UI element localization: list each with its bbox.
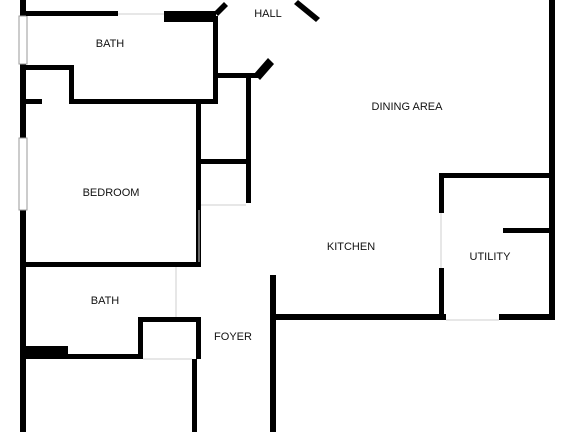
wall-kitchen-bottom — [276, 314, 446, 320]
wall-hall-diagonal-lower — [254, 58, 274, 80]
room-label-bath-upper: BATH — [96, 38, 125, 50]
room-label-dining-area: DINING AREA — [372, 101, 444, 113]
window-bath-upper — [18, 15, 28, 65]
wall-bath-lower-bottom — [26, 354, 143, 359]
room-label-kitchen: KITCHEN — [327, 241, 375, 253]
wall-bedroom-bottom — [26, 262, 201, 267]
room-label-utility: UTILITY — [470, 251, 512, 263]
wall-bath-upper-right — [213, 16, 218, 103]
wall-hall-left-short — [218, 73, 258, 78]
wall-foyer-left-lower — [192, 359, 197, 432]
wall-utility-top — [439, 173, 555, 178]
room-label-bedroom: BEDROOM — [83, 187, 140, 199]
room-labels: HALL BATH DINING AREA BEDROOM KITCHEN UT… — [83, 8, 512, 343]
wall-utility-shelf — [503, 228, 555, 233]
wall-hall-diagonal-right — [294, 0, 320, 22]
windows — [18, 15, 28, 211]
interior-walls — [26, 0, 555, 432]
wall-right-exterior — [549, 0, 555, 320]
wall-closet-right — [246, 78, 251, 203]
wall-left-exterior — [20, 0, 26, 432]
wall-bath-upper-top-right — [164, 11, 216, 22]
wall-bath-lower-fixture — [26, 346, 68, 359]
wall-utility-left-lower — [439, 268, 444, 320]
wall-bath-upper-top-left — [26, 11, 118, 16]
wall-hall-diagonal-left — [214, 2, 228, 16]
room-label-foyer: FOYER — [214, 331, 252, 343]
wall-closet-left — [196, 103, 201, 263]
wall-bath-upper-step — [69, 65, 74, 103]
door-openings — [118, 13, 499, 360]
room-label-bath-lower: BATH — [91, 295, 120, 307]
wall-bath-upper-bottom — [69, 99, 218, 104]
wall-bath-lower-closet-right — [196, 317, 201, 359]
window-bedroom — [18, 137, 28, 211]
wall-utility-bottom-right — [499, 314, 555, 320]
wall-bath-upper-step-top — [26, 65, 74, 70]
wall-bath-lower-closet-top — [138, 317, 201, 322]
room-label-hall: HALL — [254, 8, 282, 20]
wall-bath-lower-closet-left — [138, 317, 143, 359]
wall-kitchen-left — [270, 275, 276, 432]
wall-utility-left-upper — [439, 173, 444, 213]
wall-closet-mid — [196, 159, 251, 164]
wall-bedroom-top — [26, 99, 42, 104]
exterior-walls — [20, 0, 555, 432]
